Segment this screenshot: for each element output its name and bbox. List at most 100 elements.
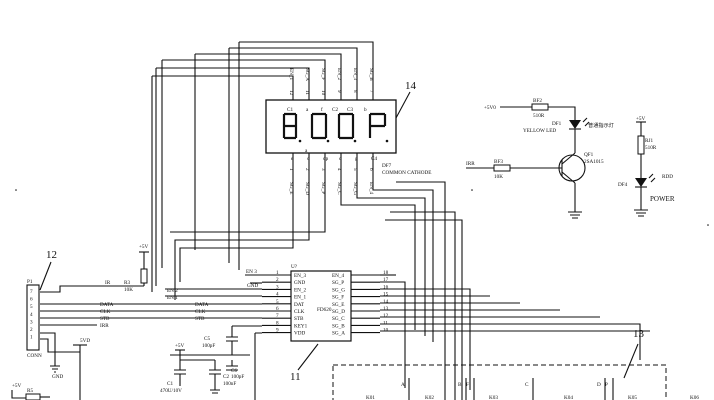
callout-13: 13 xyxy=(633,328,645,340)
chip-right-pin-name: SG_P xyxy=(332,280,344,286)
connector-pin-number: 2 xyxy=(30,327,33,333)
chip-ref: U? xyxy=(291,264,298,270)
net-en2: EN 2 xyxy=(167,288,178,294)
connector-ref: P1 xyxy=(27,279,33,285)
capacitor-c1: +5V C1 470U/10V xyxy=(160,343,215,394)
display-bottom-pin-number: 3 xyxy=(320,168,326,171)
display-top-pin-number: 10 xyxy=(320,90,326,96)
net-clk: CLK xyxy=(195,309,206,315)
digit-cap-3: C3 xyxy=(347,107,353,113)
key-net-label: P xyxy=(605,382,608,388)
chip-right-pin-name: SG_G xyxy=(332,287,345,293)
capacitor-c2: C2 100nF xyxy=(209,360,236,394)
chip-right-pin-name: SG_E xyxy=(332,302,344,308)
power-led-circuit: +5V RJ1 510R DF4 RDD POWER xyxy=(618,116,675,217)
net-data: DATA xyxy=(195,302,209,308)
chip-left-pin-number: 4 xyxy=(276,292,279,298)
chip-right-pin-number: 14 xyxy=(383,299,389,305)
irr-label: IRR xyxy=(466,161,475,167)
conn-5vd-label: 5VD xyxy=(80,338,90,344)
display-bottom-mark: dp xyxy=(323,156,329,162)
chip-left-pin-name: EN_1 xyxy=(294,295,307,301)
chip-right-pin-name: SG_A xyxy=(332,331,345,337)
bf2-ref: BF2 xyxy=(533,98,542,104)
df1-ref: DF1 xyxy=(552,121,562,127)
conn-net-irr: IRR xyxy=(100,323,109,329)
key-net-label: D xyxy=(597,382,601,388)
chip-right-pin-number: 16 xyxy=(383,284,389,290)
digit-cap-1: C1 xyxy=(287,107,293,113)
connector-pin-number: 5 xyxy=(30,304,33,310)
display-bottom-pin-number: 4 xyxy=(336,168,342,171)
display-top-pin-number: 8 xyxy=(352,90,358,93)
callout-12: 12 xyxy=(46,249,57,261)
pwr-r-ref: RJ1 xyxy=(645,138,653,144)
chip-left-pin-number: 1 xyxy=(276,270,279,276)
power-label: POWER xyxy=(650,195,675,203)
chip-left-pin-name: EN_2 xyxy=(294,287,307,293)
connector-pin-number: 7 xyxy=(30,289,33,295)
conn-net-data: DATA xyxy=(100,302,114,308)
connector-pin-number: 3 xyxy=(30,319,33,325)
conn-net-stb: STB xyxy=(100,316,110,322)
display-top-pin-signal: SG_A xyxy=(304,68,310,81)
c1-ref: C1 xyxy=(167,381,173,387)
chip-left-pin-number: 6 xyxy=(276,306,279,312)
display-top-pin-number: 9 xyxy=(336,90,342,93)
net-stb: STB xyxy=(195,316,205,322)
transistor-qf1 xyxy=(558,154,586,182)
display-bottom-pin-number: 5 xyxy=(352,168,358,171)
seven-segment-display: C1 a f C2 C3 b a 14 DF7 COMMON CATHODE xyxy=(265,80,431,176)
chip-right-pin-number: 15 xyxy=(383,292,389,298)
chip-left-pin-name: CLK xyxy=(294,309,305,315)
c1-supply: +5V xyxy=(175,343,185,349)
display-top-pin-number: 7 xyxy=(368,90,374,93)
chip-right-pin-number: 18 xyxy=(383,270,389,276)
chip-left-pin-name: KEY1 xyxy=(294,323,308,329)
key-label: K05 xyxy=(628,395,637,400)
display-top-pin-number: 12 xyxy=(288,90,294,96)
display-bottom-pin-signal: SG_G xyxy=(352,182,358,195)
net-en1: EN 1 xyxy=(167,295,178,301)
r3-supply: +5V xyxy=(139,244,149,250)
display-bottom-pin-signal: SG_D xyxy=(304,182,310,195)
net-en3: EN 3 xyxy=(246,269,257,275)
digit-cap-2: C2 xyxy=(332,107,338,113)
bf2-val: 510R xyxy=(533,113,545,119)
c2-val: 100nF xyxy=(223,381,236,387)
c1-val: 470U/10V xyxy=(160,388,182,394)
pwr-supply: +5V xyxy=(636,116,646,122)
display-top-pin-signal: SG_B xyxy=(368,68,374,81)
key-label: K06 xyxy=(690,395,699,400)
capacitor-c6: C6 100pF xyxy=(170,354,250,380)
c5-ref: C5 xyxy=(204,336,210,342)
chip-left-pin-number: 7 xyxy=(276,313,279,319)
chip-left-pin-number: 8 xyxy=(276,320,279,326)
chip-body xyxy=(290,270,352,342)
chip-left-pin-number: 5 xyxy=(276,299,279,305)
chip-right-pin-name: SG_D xyxy=(332,309,345,315)
display-bottom-pin-number: 1 xyxy=(288,168,294,171)
df7-label: DF7 xyxy=(382,163,392,169)
connector-name: CONN xyxy=(27,353,42,359)
c6-ref: C6 xyxy=(231,368,237,374)
display-bottom-pin-signal: SG_C xyxy=(336,182,342,195)
df1-cn: 普通指示灯 xyxy=(588,121,614,129)
display-bottom-mark: C4 xyxy=(371,156,377,162)
r5-supply: +5V xyxy=(12,383,22,389)
key-label: K04 xyxy=(564,395,573,400)
display-body xyxy=(265,99,397,154)
callout-11-leader xyxy=(297,343,319,371)
connector-pin-number: 6 xyxy=(30,297,33,303)
callout-13-leader xyxy=(623,343,639,379)
chip-left-pin-number: 2 xyxy=(276,277,279,283)
digit-4 xyxy=(368,112,389,143)
